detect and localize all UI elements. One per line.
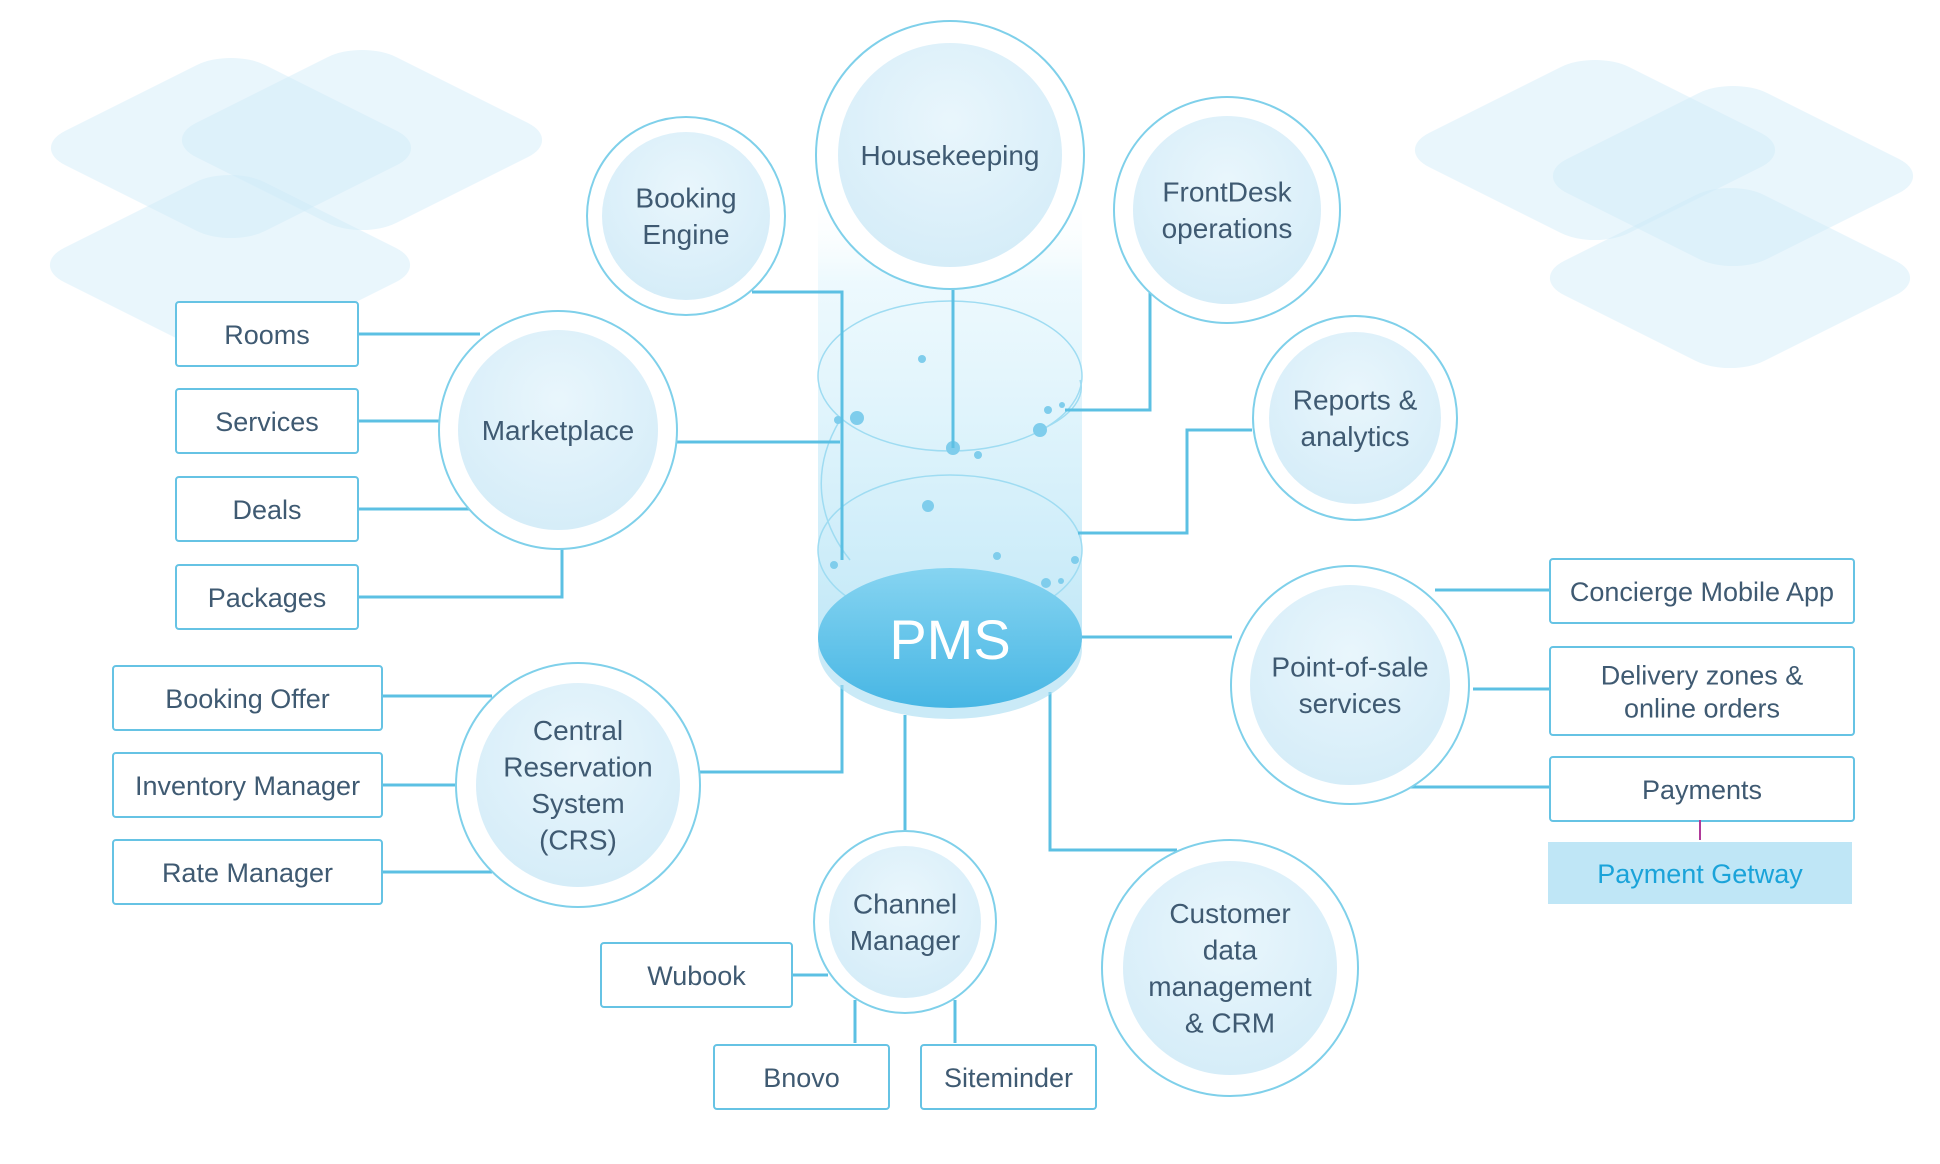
module-channel-manager-label: Manager bbox=[850, 925, 961, 956]
sub-item-box bbox=[175, 564, 359, 630]
sub-item-label: Bnovo bbox=[763, 1063, 840, 1093]
sub-item-box bbox=[175, 301, 359, 367]
sub-item-label: Concierge Mobile App bbox=[1570, 577, 1834, 607]
sub-item-label: Booking Offer bbox=[165, 684, 330, 714]
sub-item-label: Services bbox=[215, 407, 319, 437]
module-crs-label: Reservation bbox=[503, 752, 652, 783]
sub-item-crs[interactable]: Rate Manager bbox=[112, 839, 383, 905]
sub-item-label: online orders bbox=[1624, 694, 1780, 724]
module-pos-label: Point-of-sale bbox=[1271, 652, 1428, 683]
sub-item-box bbox=[1549, 756, 1855, 822]
pms-label: PMS bbox=[889, 608, 1010, 671]
module-frontdesk[interactable]: FrontDesk operations bbox=[1113, 96, 1341, 324]
module-crm[interactable]: Customer data management & CRM bbox=[1101, 839, 1359, 1097]
booking-engine-to-pms bbox=[752, 290, 844, 560]
module-crs-label: Central bbox=[533, 715, 623, 746]
module-marketplace-label: Marketplace bbox=[482, 415, 635, 446]
module-booking-engine-label: Engine bbox=[642, 219, 729, 250]
connector-lines bbox=[358, 290, 1550, 1043]
module-crs-label: (CRS) bbox=[539, 824, 617, 855]
sub-item-pos[interactable]: Delivery zones &online orders bbox=[1549, 646, 1855, 736]
module-reports-disc bbox=[1269, 332, 1441, 504]
payment-gateway-label: Payment Getway bbox=[1597, 859, 1803, 889]
module-crm-label: management bbox=[1148, 971, 1312, 1002]
module-housekeeping-label: Housekeeping bbox=[860, 140, 1039, 171]
sub-item-label: Delivery zones & bbox=[1601, 661, 1804, 691]
sub-item-box bbox=[112, 665, 383, 731]
sub-item-channel-manager[interactable]: Bnovo bbox=[713, 1044, 890, 1110]
pms-core[interactable]: PMS bbox=[818, 568, 1082, 719]
module-frontdesk-label: FrontDesk bbox=[1162, 177, 1292, 208]
sub-item-marketplace[interactable]: Packages bbox=[175, 564, 359, 630]
module-channel-manager-label: Channel bbox=[853, 889, 957, 920]
module-crs-disc bbox=[476, 683, 680, 887]
decorative-tiles bbox=[49, 49, 1914, 369]
sub-item-label: Payments bbox=[1642, 775, 1762, 805]
payment-gateway[interactable]: Payment Getway bbox=[1548, 820, 1852, 904]
sub-item-box bbox=[920, 1044, 1097, 1110]
module-crm-label: data bbox=[1203, 935, 1258, 966]
sub-item-marketplace[interactable]: Rooms bbox=[175, 301, 359, 367]
module-housekeeping-disc bbox=[838, 43, 1062, 267]
module-crm-label: Customer bbox=[1169, 898, 1290, 929]
sub-item-marketplace[interactable]: Services bbox=[175, 388, 359, 454]
packages-to-marketplace bbox=[358, 548, 564, 599]
sub-item-box bbox=[112, 752, 383, 818]
module-marketplace-disc bbox=[458, 330, 658, 530]
sub-item-label: Rate Manager bbox=[162, 858, 333, 888]
module-pos-label: services bbox=[1299, 688, 1402, 719]
sub-item-box bbox=[600, 942, 793, 1008]
module-channel-manager-disc bbox=[829, 846, 981, 998]
module-crs-label: System bbox=[531, 788, 624, 819]
crm-to-pms bbox=[1048, 692, 1177, 852]
sub-item-label: Packages bbox=[208, 583, 327, 613]
sub-item-crs[interactable]: Booking Offer bbox=[112, 665, 383, 731]
frontdesk-to-pms bbox=[1065, 290, 1152, 412]
module-booking-engine-disc bbox=[602, 132, 770, 300]
sub-item-pos[interactable]: Concierge Mobile App bbox=[1549, 558, 1855, 624]
sub-item-box bbox=[1549, 558, 1855, 624]
sub-item-label: Inventory Manager bbox=[135, 771, 360, 801]
sub-item-pos[interactable]: Payments bbox=[1549, 756, 1855, 822]
module-marketplace[interactable]: Marketplace bbox=[438, 310, 678, 550]
payment-gateway-box[interactable] bbox=[1548, 842, 1852, 904]
module-reports[interactable]: Reports & analytics bbox=[1252, 315, 1458, 521]
module-housekeeping[interactable]: Housekeeping bbox=[815, 20, 1085, 290]
module-crm-disc bbox=[1123, 861, 1337, 1075]
crs-to-pms bbox=[700, 685, 844, 774]
sub-item-marketplace[interactable]: Deals bbox=[175, 476, 359, 542]
module-reports-label: analytics bbox=[1301, 421, 1410, 452]
sub-item-channel-manager[interactable]: Wubook bbox=[600, 942, 793, 1008]
module-frontdesk-label: operations bbox=[1162, 213, 1293, 244]
sub-item-label: Siteminder bbox=[944, 1063, 1073, 1093]
sub-item-channel-manager[interactable]: Siteminder bbox=[920, 1044, 1097, 1110]
module-pos[interactable]: Point-of-sale services bbox=[1230, 565, 1470, 805]
module-crm-label: & CRM bbox=[1185, 1007, 1275, 1038]
sub-item-box bbox=[175, 388, 359, 454]
sub-item-label: Rooms bbox=[224, 320, 310, 350]
module-reports-label: Reports & bbox=[1293, 385, 1418, 416]
module-booking-engine-label: Booking bbox=[635, 183, 736, 214]
sub-item-box bbox=[713, 1044, 890, 1110]
sub-item-box bbox=[175, 476, 359, 542]
sub-item-label: Deals bbox=[232, 495, 301, 525]
module-circles: HousekeepingBookingEngineFrontDeskoperat… bbox=[438, 20, 1470, 1097]
module-frontdesk-disc bbox=[1133, 116, 1321, 304]
sub-item-crs[interactable]: Inventory Manager bbox=[112, 752, 383, 818]
sub-item-box bbox=[1549, 646, 1855, 736]
module-pos-disc bbox=[1250, 585, 1450, 785]
sub-item-box bbox=[112, 839, 383, 905]
reports-to-pms bbox=[1078, 428, 1252, 535]
sub-item-label: Wubook bbox=[647, 961, 746, 991]
